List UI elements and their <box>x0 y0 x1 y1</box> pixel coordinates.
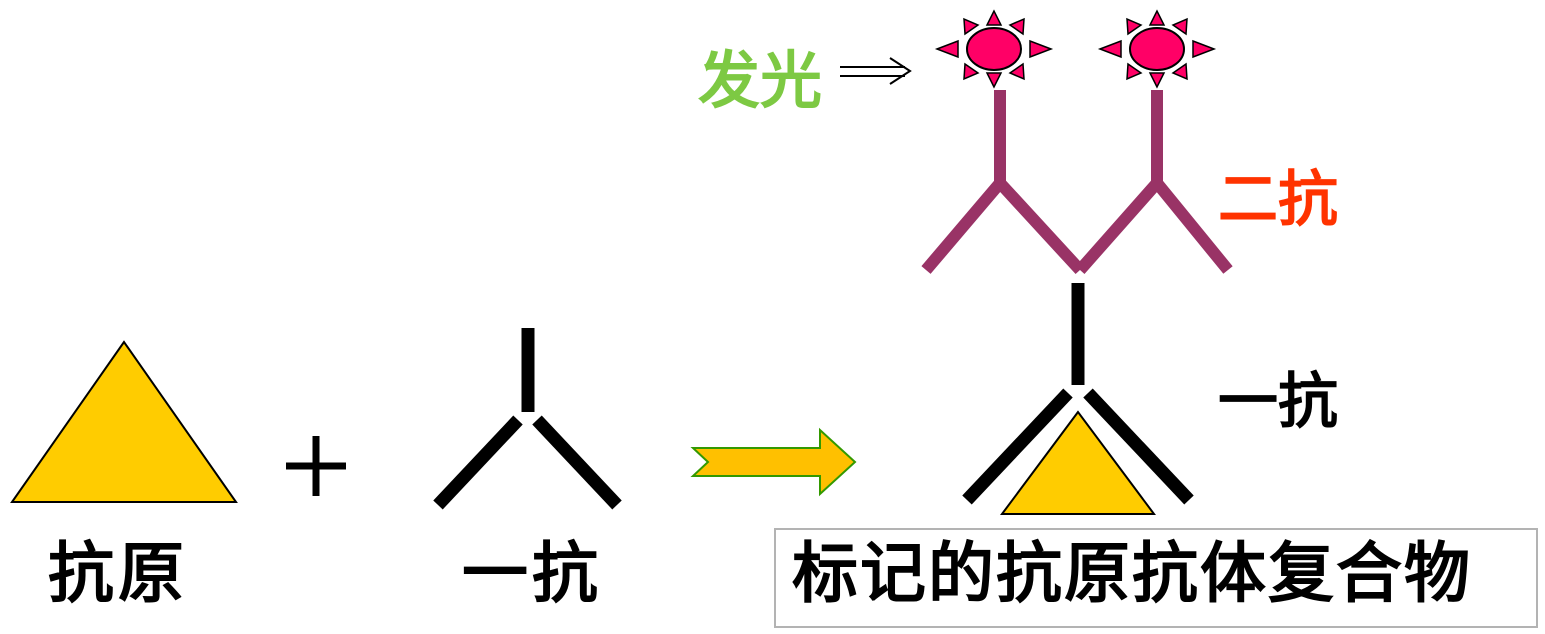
secondary-antibody-right <box>1075 90 1233 274</box>
light-pointer-arrow <box>840 57 912 85</box>
complex-label-box <box>774 528 1538 628</box>
secondary-antibody-label: 二抗 <box>1218 165 1338 235</box>
primary-antibody <box>433 328 622 510</box>
light-emitter-left <box>934 9 1054 89</box>
secondary-antibody-left <box>921 90 1085 275</box>
light-emission-label: 发光 <box>698 44 823 117</box>
complex-label: 标记的抗原抗体复合物 <box>792 534 1472 612</box>
primary-antibody-label: 一抗 <box>462 534 602 612</box>
complex-antigen-triangle <box>1000 410 1156 515</box>
reaction-arrow <box>690 427 857 497</box>
plus-sign <box>286 436 346 496</box>
antigen-triangle <box>10 340 238 503</box>
antigen-label: 抗原 <box>48 534 188 612</box>
complex-primary-antibody-label: 一抗 <box>1218 367 1338 437</box>
light-emitter-right <box>1097 9 1217 89</box>
complex-primary-antibody <box>962 283 1194 505</box>
